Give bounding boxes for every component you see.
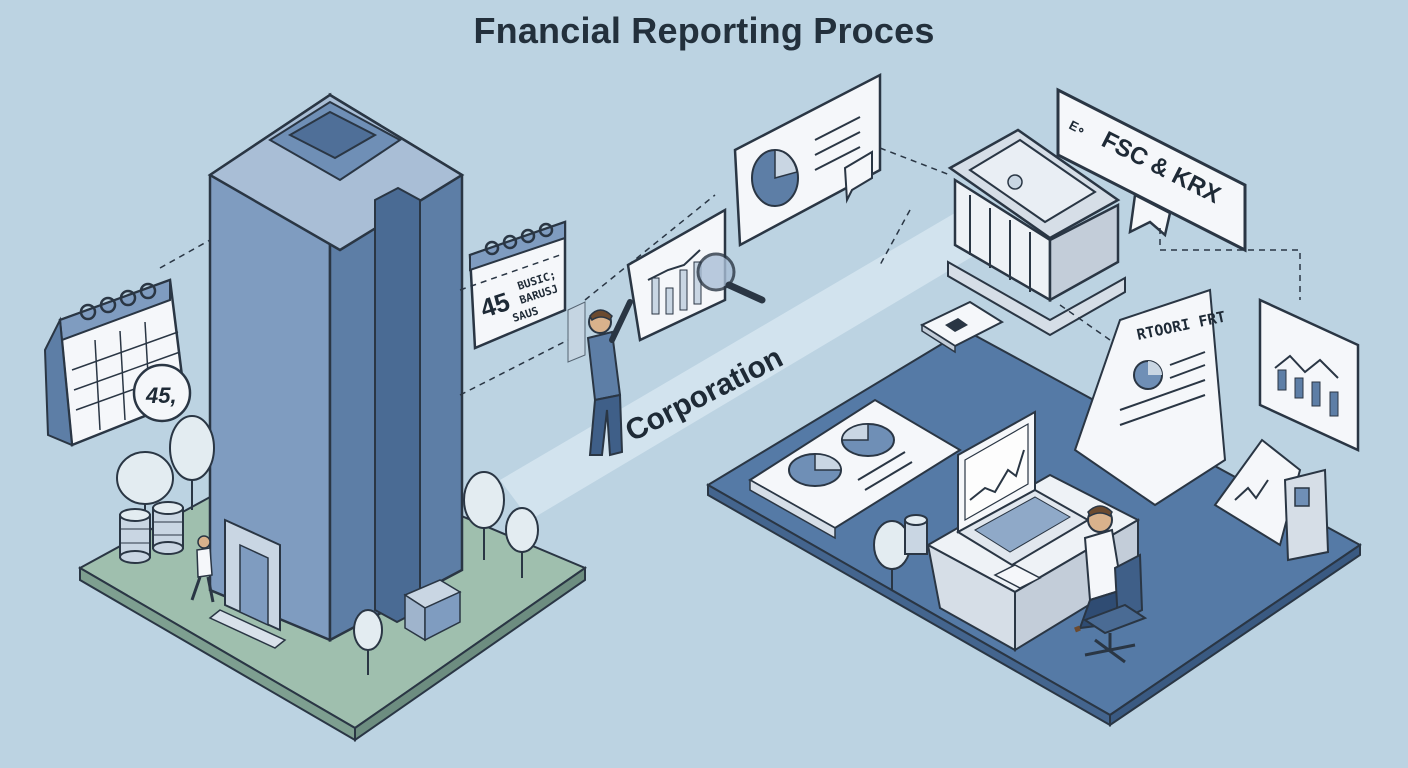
laptop-icon [956, 410, 1090, 567]
pie-chart-icon [733, 72, 882, 248]
magnifier-icon [696, 252, 766, 304]
coin-stack-icon [119, 508, 151, 564]
calendar-left-number: 45, [145, 383, 177, 408]
analyst-figure [567, 299, 633, 457]
pie-chart-report [748, 398, 962, 540]
calendar-icon: 45, [43, 278, 192, 447]
corporation-label: Corporation [620, 341, 788, 448]
tree-icon [169, 415, 215, 510]
regulator-banner-prefix: E∘ [1067, 117, 1089, 138]
coin-stack-icon [904, 514, 928, 555]
document-stack [919, 300, 1005, 354]
connector-lines [159, 147, 1301, 396]
tree-icon [116, 451, 174, 530]
office-chair-icon [1082, 553, 1148, 664]
pedestrian-figure [190, 535, 215, 603]
coin-stack-icon [152, 501, 184, 555]
corporate-tower [207, 92, 465, 649]
bar-chart-icon [626, 207, 727, 342]
calendar-icon: 45 BUSIC; BARUSJ SAUS [468, 220, 567, 350]
tree-icon [505, 507, 539, 578]
tree-icon [353, 609, 383, 675]
diagram-title: Fnancial Reporting Proces [473, 10, 935, 51]
tree-icon [463, 471, 505, 560]
line-chart-icon [1258, 298, 1360, 452]
mouse-pad [993, 564, 1042, 589]
clipboard-icon [1213, 438, 1330, 562]
report-document: RTOORI FRT [1073, 288, 1227, 507]
government-building-icon [947, 128, 1126, 337]
